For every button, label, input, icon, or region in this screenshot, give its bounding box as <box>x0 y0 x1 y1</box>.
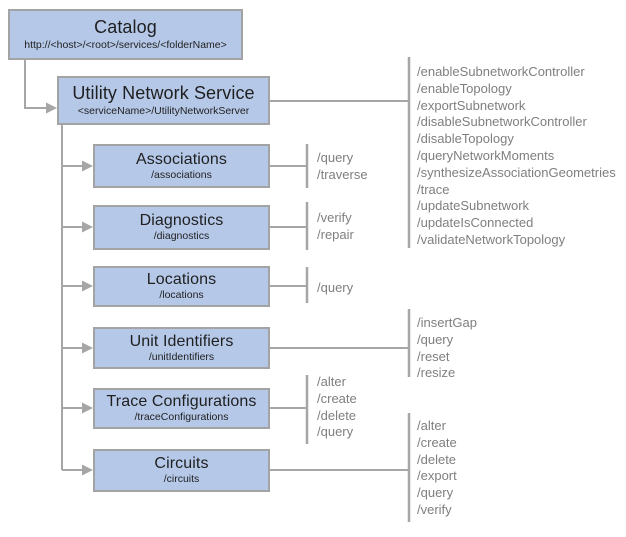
node-path: /diagnostics <box>153 230 210 243</box>
operation-label: /create <box>417 434 457 450</box>
operation-label: /insertGap <box>417 315 477 330</box>
arrowhead-icon <box>82 221 93 233</box>
node-title: Diagnostics <box>139 212 224 230</box>
node-utility-network-service: Utility Network Service <serviceName>/Ut… <box>57 76 270 125</box>
node-title: Utility Network Service <box>72 83 255 104</box>
node-locations: Locations /locations <box>93 266 270 307</box>
operation-label: /enableTopology <box>417 80 512 96</box>
node-title: Trace Configurations <box>106 393 257 411</box>
operation-label: /enableSubnetworkController <box>417 64 585 79</box>
node-title: Unit Identifiers <box>129 332 234 350</box>
node-title: Locations <box>146 271 217 289</box>
operation-label: /resize <box>417 365 456 381</box>
node-path: /associations <box>151 168 212 181</box>
operation-label: /verify <box>417 501 452 517</box>
arrowhead-icon <box>82 464 93 476</box>
operations-list-trace-configurations: /alter/create/delete/query <box>317 374 357 441</box>
operation-label: /query <box>317 280 354 295</box>
operation-label: /query <box>417 485 454 501</box>
operation-label: /repair <box>317 226 354 242</box>
operation-label: /query <box>317 150 354 165</box>
operation-label: /disableTopology <box>417 131 514 147</box>
node-circuits: Circuits /circuits <box>93 449 270 492</box>
operation-label: /verify <box>317 210 352 225</box>
operation-label: /updateIsConnected <box>417 215 534 231</box>
operations-list-locations: /query <box>317 280 353 297</box>
node-trace-configurations: Trace Configurations /traceConfiguration… <box>93 388 270 429</box>
arrowhead-icon <box>82 342 93 354</box>
operations-list-circuits: /alter/create/delete/export/query/verify <box>417 418 457 519</box>
operation-label: /delete <box>417 451 457 467</box>
arrowhead-icon <box>82 280 93 292</box>
operation-label: /query <box>317 424 354 440</box>
node-unit-identifiers: Unit Identifiers /unitIdentifiers <box>93 327 270 369</box>
node-path: /unitIdentifiers <box>148 350 215 363</box>
arrowhead-icon <box>82 160 93 172</box>
node-catalog: Catalog http://<host>/<root>/services/<f… <box>8 9 243 60</box>
operation-label: /query <box>417 331 454 347</box>
operation-label: /validateNetworkTopology <box>417 231 566 247</box>
operation-label: /trace <box>417 181 450 197</box>
node-diagnostics: Diagnostics /diagnostics <box>93 205 270 250</box>
operations-list-associations: /query/traverse <box>317 150 368 184</box>
operation-label: /exportSubnetwork <box>417 97 526 113</box>
node-path: /locations <box>159 289 204 302</box>
node-path: /circuits <box>163 473 200 486</box>
arrowhead-icon <box>46 102 57 114</box>
node-title: Catalog <box>94 17 157 38</box>
node-title: Associations <box>135 150 228 168</box>
operations-list-unit-identifiers: /insertGap/query/reset/resize <box>417 315 477 382</box>
operation-label: /updateSubnetwork <box>417 198 530 214</box>
node-path: /traceConfigurations <box>134 411 229 424</box>
arrowhead-icon <box>82 402 93 414</box>
operation-label: /alter <box>317 374 346 389</box>
operation-label: /export <box>417 468 457 484</box>
operation-label: /reset <box>417 348 450 364</box>
node-associations: Associations /associations <box>93 144 270 188</box>
operation-label: /synthesizeAssociationGeometries <box>417 164 616 180</box>
operation-label: /queryNetworkMoments <box>417 147 555 163</box>
operations-list-utility-network-service: /enableSubnetworkController/enableTopolo… <box>417 64 616 249</box>
node-title: Circuits <box>154 455 209 473</box>
node-path: <serviceName>/UtilityNetworkServer <box>77 104 250 117</box>
connector-catalog-to-service <box>24 60 46 109</box>
operation-label: /create <box>317 390 357 406</box>
operation-label: /disableSubnetworkController <box>417 114 587 130</box>
operations-list-diagnostics: /verify/repair <box>317 210 354 244</box>
operation-label: /traverse <box>317 166 368 182</box>
operation-label: /delete <box>317 407 357 423</box>
node-path: http://<host>/<root>/services/<folderNam… <box>24 38 227 51</box>
operation-label: /alter <box>417 418 446 433</box>
